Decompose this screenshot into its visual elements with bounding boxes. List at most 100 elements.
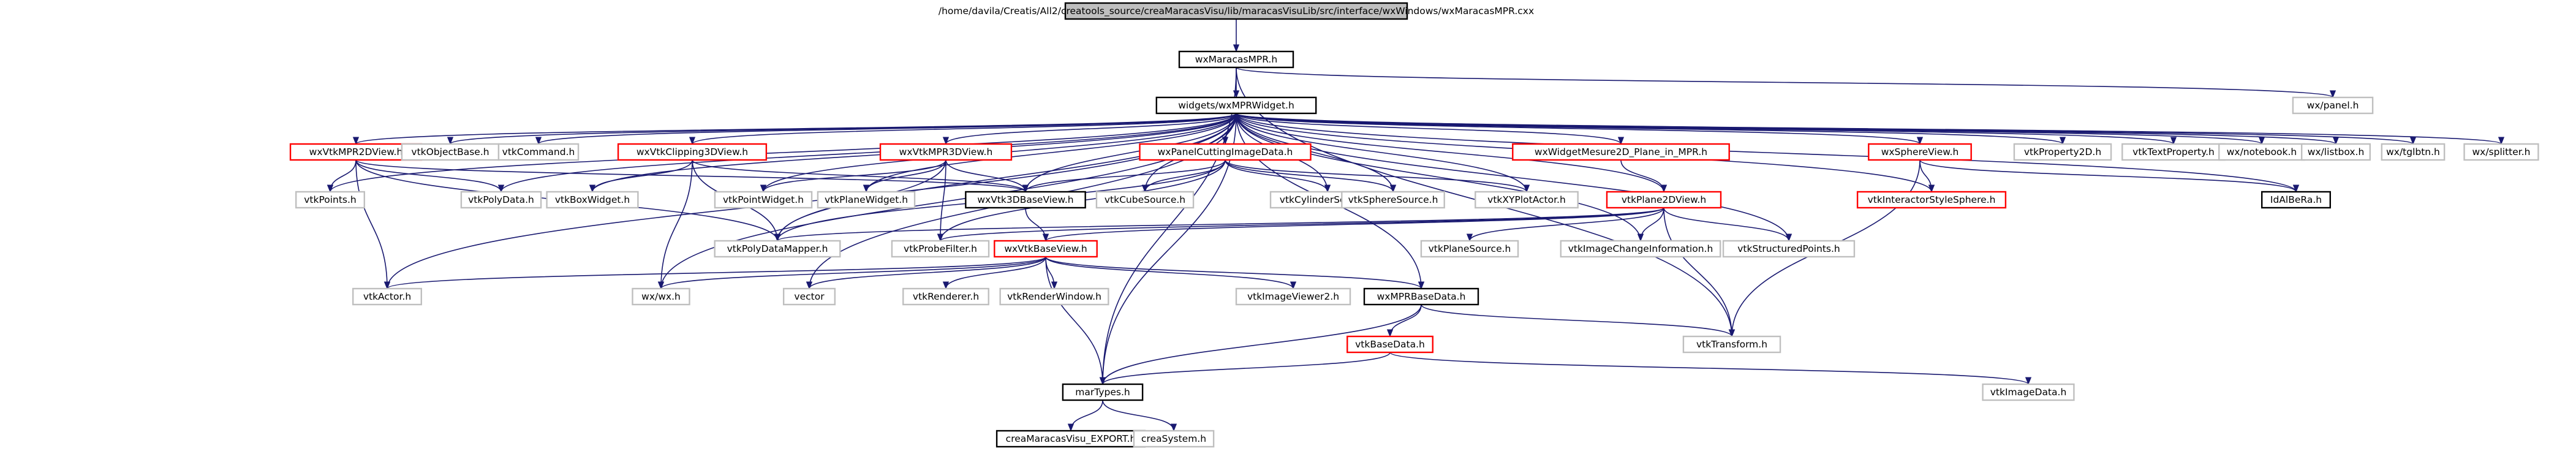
node-textprop[interactable]: vtkTextProperty.h [2121, 143, 2226, 161]
node-cutting[interactable]: wxPanelCuttingImageData.h [1139, 143, 1312, 161]
node-planewidget[interactable]: vtkPlaneWidget.h [817, 191, 916, 209]
node-label: vtkImageViewer2.h [1247, 291, 1339, 302]
node-label: vtkTextProperty.h [2132, 146, 2215, 157]
node-label: wxVtkMPR2DView.h [309, 146, 403, 157]
edge-plane2d-to-structpts [1663, 207, 1792, 242]
node-box [1341, 191, 1445, 209]
node-actor[interactable]: vtkActor.h [352, 287, 423, 306]
node-basev[interactable]: wxVtkBaseView.h [994, 240, 1098, 258]
node-box [1178, 50, 1294, 69]
node-label: vtkPlaneWidget.h [825, 194, 908, 205]
node-transform[interactable]: vtkTransform.h [1682, 335, 1781, 354]
node-martypes[interactable]: marTypes.h [1062, 383, 1144, 401]
node-label: vtkBoxWidget.h [555, 194, 630, 205]
node-label: vtkProbeFilter.h [904, 243, 977, 254]
node-export[interactable]: creaMaracasVisu_EXPORT.h [995, 430, 1146, 448]
node-renderwin[interactable]: vtkRenderWindow.h [999, 287, 1109, 306]
node-label: wxVtk3DBaseView.h [977, 194, 1073, 205]
node-label: wx/splitter.h [2472, 146, 2531, 157]
node-label: vtkCommand.h [502, 146, 575, 157]
node-label: wx/tglbtn.h [2386, 146, 2440, 157]
node-points[interactable]: vtkPoints.h [295, 191, 366, 209]
node-widget[interactable]: widgets/wxMPRWidget.h [1155, 96, 1317, 115]
node-label: vtkBaseData.h [1355, 339, 1425, 350]
node-structpts[interactable]: vtkStructuredPoints.h [1722, 240, 1856, 258]
edge-widget-to-mesure [1236, 113, 1624, 145]
node-property[interactable]: vtkProperty2D.h [2013, 143, 2112, 161]
node-label: vtkProperty2D.h [2024, 146, 2101, 157]
node-renderer[interactable]: vtkRenderer.h [902, 287, 989, 306]
node-box [902, 287, 989, 306]
node-crea[interactable]: creaSystem.h [1133, 430, 1215, 448]
node-imgchange[interactable]: vtkImageChangeInformation.h [1560, 240, 1721, 258]
edge-mpr_h-to-panel [1236, 67, 2336, 99]
node-polydata[interactable]: vtkPolyData.h [460, 191, 542, 209]
node-listbox[interactable]: wx/listbox.h [2300, 143, 2371, 161]
node-probefilter[interactable]: vtkProbeFilter.h [891, 240, 990, 258]
node-root[interactable]: /home/davila/Creatis/All2/creatools_sour… [939, 2, 1534, 20]
node-label: vtkImageData.h [1990, 387, 2067, 398]
node-box [546, 191, 639, 209]
node-viewer2[interactable]: vtkImageViewer2.h [1235, 287, 1351, 306]
node-command[interactable]: vtkCommand.h [497, 143, 580, 161]
node-mesure[interactable]: wxWidgetMesure2D_Plane_in_MPR.h [1512, 143, 1730, 161]
node-box [289, 143, 423, 161]
node-box [1420, 240, 1519, 258]
edge-widget-to-v3dbase [1022, 113, 1237, 193]
node-idalbera[interactable]: IdAlBeRa.h [2261, 191, 2331, 209]
node-label: vtkPolyDataMapper.h [727, 243, 828, 254]
node-v3dbase[interactable]: wxVtk3DBaseView.h [965, 191, 1086, 209]
node-imagedata[interactable]: vtkImageData.h [1982, 383, 2075, 401]
edge-widget-to-objbase [447, 113, 1237, 145]
edge-widget-to-command [535, 113, 1237, 145]
node-splitter[interactable]: wx/splitter.h [2463, 143, 2539, 161]
node-wxh[interactable]: wx/wx.h [632, 287, 690, 306]
edge-mpr2d-to-polydata [355, 159, 505, 193]
edge-basev-to-wxh [658, 256, 1046, 290]
edge-widget-to-structpts [1236, 113, 1792, 242]
node-basedata[interactable]: vtkBaseData.h [1347, 335, 1433, 354]
node-mpr_h[interactable]: wxMaracasMPR.h [1178, 50, 1294, 69]
node-mpr3d[interactable]: wxVtkMPR3DView.h [879, 143, 1013, 161]
node-mprbase[interactable]: wxMPRBaseData.h [1363, 287, 1479, 306]
node-clip3d[interactable]: wxVtkClipping3DView.h [617, 143, 768, 161]
edge-mpr3d-to-probefilter [937, 159, 946, 242]
node-label: wxMPRBaseData.h [1377, 291, 1466, 302]
node-boxwidget[interactable]: vtkBoxWidget.h [546, 191, 639, 209]
node-pointwidget[interactable]: vtkPointWidget.h [714, 191, 813, 209]
node-label: vtkStructuredPoints.h [1737, 243, 1840, 254]
node-planesrc[interactable]: vtkPlaneSource.h [1420, 240, 1519, 258]
node-label: IdAlBeRa.h [2270, 194, 2322, 205]
node-box [617, 143, 768, 161]
node-label: vtkRenderer.h [913, 291, 979, 302]
edge-cutting-to-xyplot [1225, 159, 1530, 193]
node-polymapper[interactable]: vtkPolyDataMapper.h [714, 240, 841, 258]
edge-widget-to-sphereview [1236, 113, 1923, 145]
node-sphereview[interactable]: wxSphereView.h [1868, 143, 1972, 161]
edge-cutting-to-cylsrc [1225, 159, 1331, 193]
node-objbase[interactable]: vtkObjectBase.h [401, 143, 500, 161]
node-mpr2d[interactable]: wxVtkMPR2DView.h [289, 143, 423, 161]
node-label: wx/wx.h [641, 291, 681, 302]
node-spheresrc[interactable]: vtkSphereSource.h [1341, 191, 1445, 209]
node-tglbtn[interactable]: wx/tglbtn.h [2381, 143, 2446, 161]
node-label: vtkPlaneSource.h [1429, 243, 1511, 254]
node-interactor[interactable]: vtkInteractorStyleSphere.h [1856, 191, 2007, 209]
node-cubesrc[interactable]: vtkCubeSource.h [1095, 191, 1195, 209]
edge-clip3d-to-wxh [657, 159, 693, 290]
edge-martypes-to-crea [1102, 400, 1177, 432]
node-plane2d[interactable]: vtkPlane2DView.h [1606, 191, 1722, 209]
node-notebook[interactable]: wx/notebook.h [2218, 143, 2305, 161]
node-label: /home/davila/Creatis/All2/creatools_sour… [939, 6, 1534, 17]
node-label: vtkInteractorStyleSphere.h [1868, 194, 1996, 205]
node-box [1682, 335, 1781, 354]
node-box [1363, 287, 1479, 306]
node-panel[interactable]: wx/panel.h [2292, 96, 2374, 115]
node-xyplot[interactable]: vtkXYPlotActor.h [1475, 191, 1579, 209]
node-box [1139, 143, 1312, 161]
edge-mpr2d-to-v3dbase [355, 159, 1029, 193]
node-vector[interactable]: vector [782, 287, 836, 306]
edge-basev-to-actor [384, 256, 1046, 290]
node-label: wxWidgetMesure2D_Plane_in_MPR.h [1535, 146, 1707, 158]
node-label: creaMaracasVisu_EXPORT.h [1006, 433, 1136, 445]
